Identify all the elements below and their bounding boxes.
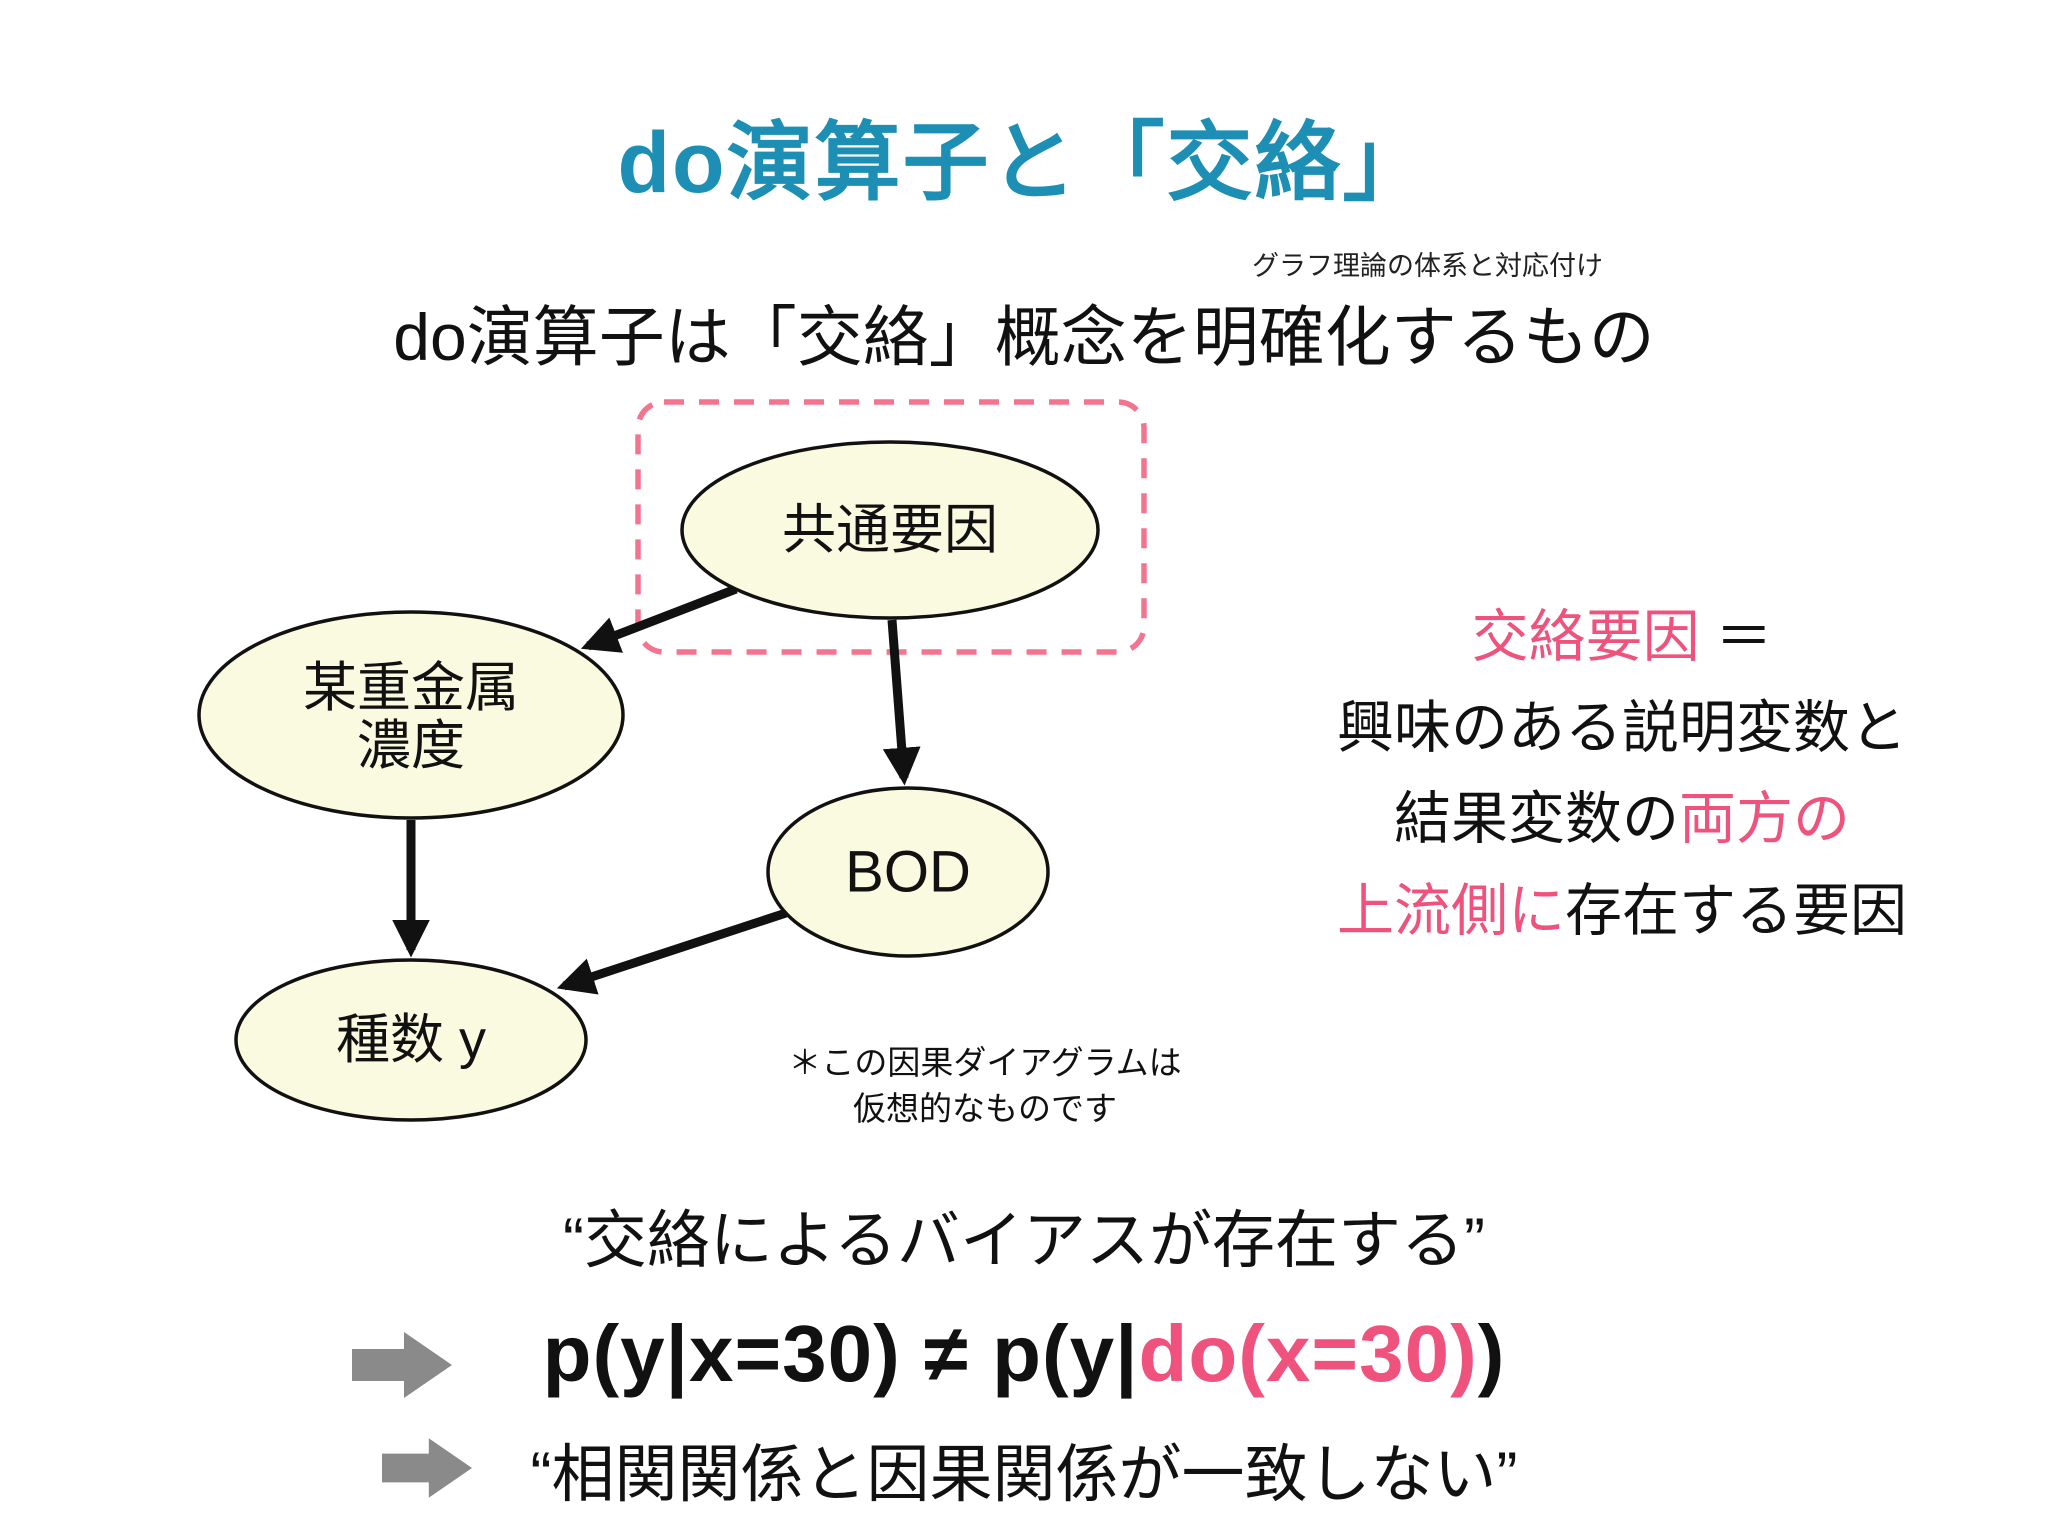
correlation-quote: “相関関係と因果関係が一致しない” <box>530 1440 1518 1510</box>
slide-title: do演算子と「交絡」 <box>617 115 1431 211</box>
arrow-common-to-metal <box>580 584 738 653</box>
node-species-label: 種数 y <box>336 1010 486 1070</box>
node-bod-label: BOD <box>845 840 971 905</box>
arrow-bod-to-species <box>556 908 788 995</box>
node-common-factor <box>680 440 1100 620</box>
arrow-common-to-bod <box>882 619 921 786</box>
node-heavy-metal <box>197 610 625 820</box>
node-heavy-metal-label-line2: 濃度 <box>357 716 465 776</box>
node-species <box>234 958 588 1122</box>
formula-do-part: do(x=30) <box>1138 1309 1478 1398</box>
do-formula: p(y|x=30) ≠ p(y|do(x=30)) <box>0 1308 2048 1400</box>
node-heavy-metal-label-line1: 某重金属 <box>303 658 519 718</box>
node-bod <box>766 786 1050 958</box>
confounder-line-4: 上流側に存在する要因 <box>1337 878 1907 943</box>
formula-left: p(y|x=30) ≠ p(y| <box>542 1309 1139 1398</box>
causal-diagram: 共通要因 某重金属 濃度 BOD 種数 y <box>197 399 1147 1122</box>
confounder-line-2: 興味のある説明変数と <box>1337 696 1907 761</box>
right-arrow-icon-2 <box>382 1438 472 1498</box>
confounder-line-1: 交絡要因 ＝ <box>1471 605 1773 669</box>
diagram-note-line1: ＊この因果ダイアグラムは <box>788 1044 1182 1081</box>
formula-right: ) <box>1477 1309 1506 1398</box>
bias-quote: “交絡によるバイアスが存在する” <box>562 1206 1486 1276</box>
diagram-note: ＊この因果ダイアグラムは 仮想的なものです <box>690 1040 1280 1132</box>
node-common-factor-label: 共通要因 <box>782 500 998 560</box>
confounder-line-3: 結果変数の両方の <box>1394 787 1850 852</box>
confounder-definition: 交絡要因 ＝ 興味のある説明変数と 結果変数の両方の 上流側に存在する要因 <box>1232 592 2012 957</box>
graph-theory-annotation: グラフ理論の体系と対応付け <box>1252 251 1603 281</box>
diagram-note-line2: 仮想的なものです <box>853 1090 1117 1128</box>
subtitle: do演算子は「交絡」概念を明確化するもの <box>393 300 1655 374</box>
right-arrow-icon-1 <box>352 1332 452 1398</box>
